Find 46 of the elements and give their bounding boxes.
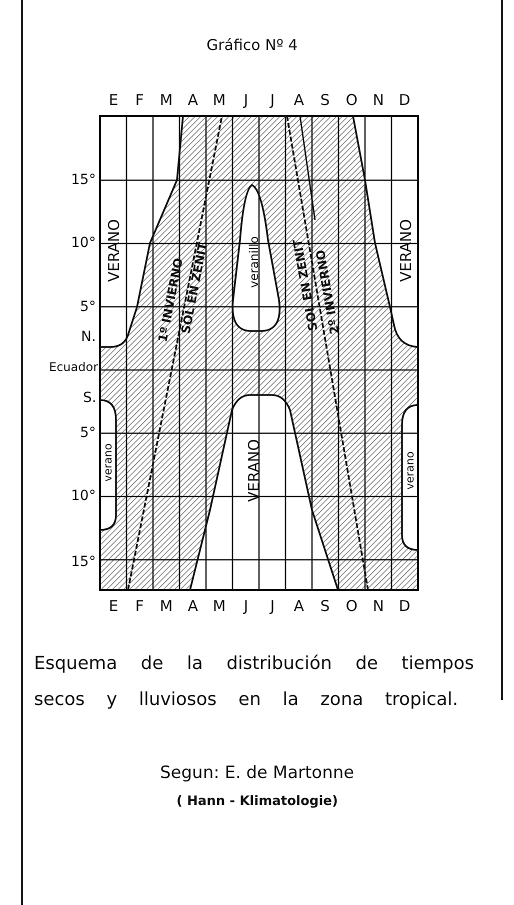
caption: Esquema de la distribución de tiempos secos y lluviosos en la zona tropical. bbox=[34, 652, 474, 712]
month-label: S bbox=[320, 92, 330, 108]
latitude-label: 15° bbox=[71, 555, 96, 569]
month-label: O bbox=[346, 92, 358, 108]
region-label: verano bbox=[404, 450, 416, 490]
month-label: A bbox=[294, 598, 304, 614]
month-label: N bbox=[372, 598, 384, 614]
dry-season-region bbox=[189, 394, 339, 591]
month-label: J bbox=[270, 92, 275, 108]
latitude-label: 15° bbox=[71, 173, 96, 187]
month-label: J bbox=[270, 598, 275, 614]
latitude-label: 5° bbox=[80, 300, 96, 314]
latitude-label: 5° bbox=[80, 426, 96, 440]
month-label: M bbox=[212, 598, 226, 614]
month-label: J bbox=[244, 598, 248, 614]
month-label: M bbox=[160, 92, 173, 108]
latitude-label: N. bbox=[81, 330, 96, 344]
month-label: M bbox=[212, 92, 226, 108]
month-label: M bbox=[160, 598, 173, 614]
month-label: D bbox=[398, 92, 410, 108]
month-label: S bbox=[320, 598, 330, 614]
month-label: A bbox=[188, 598, 198, 614]
region-label: VERANO bbox=[398, 218, 414, 282]
month-label: E bbox=[108, 92, 118, 108]
month-label: O bbox=[346, 598, 358, 614]
latitude-label: 10° bbox=[71, 489, 96, 503]
dry-season-region bbox=[353, 116, 418, 348]
region-label: VERANO bbox=[106, 218, 122, 282]
latitude-label: Ecuador bbox=[49, 361, 98, 373]
month-label: N bbox=[372, 92, 384, 108]
dry-season-region bbox=[99, 399, 117, 531]
latitude-label: 10° bbox=[71, 236, 96, 250]
dry-season-region bbox=[401, 404, 419, 551]
latitude-label: S. bbox=[83, 391, 96, 405]
month-label: F bbox=[135, 598, 144, 614]
month-label: J bbox=[244, 92, 248, 108]
month-label: F bbox=[135, 92, 144, 108]
source-credit: Segun: E. de Martonne bbox=[160, 764, 354, 782]
chart-title: Gráfico Nº 4 bbox=[206, 38, 298, 52]
month-label: A bbox=[188, 92, 198, 108]
month-label: D bbox=[398, 598, 410, 614]
region-label: verano bbox=[102, 442, 114, 482]
month-label: A bbox=[294, 92, 304, 108]
region-label: veranillo bbox=[248, 236, 260, 288]
month-label: E bbox=[108, 598, 118, 614]
source-credit: ( Hann - Klimatologie) bbox=[176, 794, 338, 808]
